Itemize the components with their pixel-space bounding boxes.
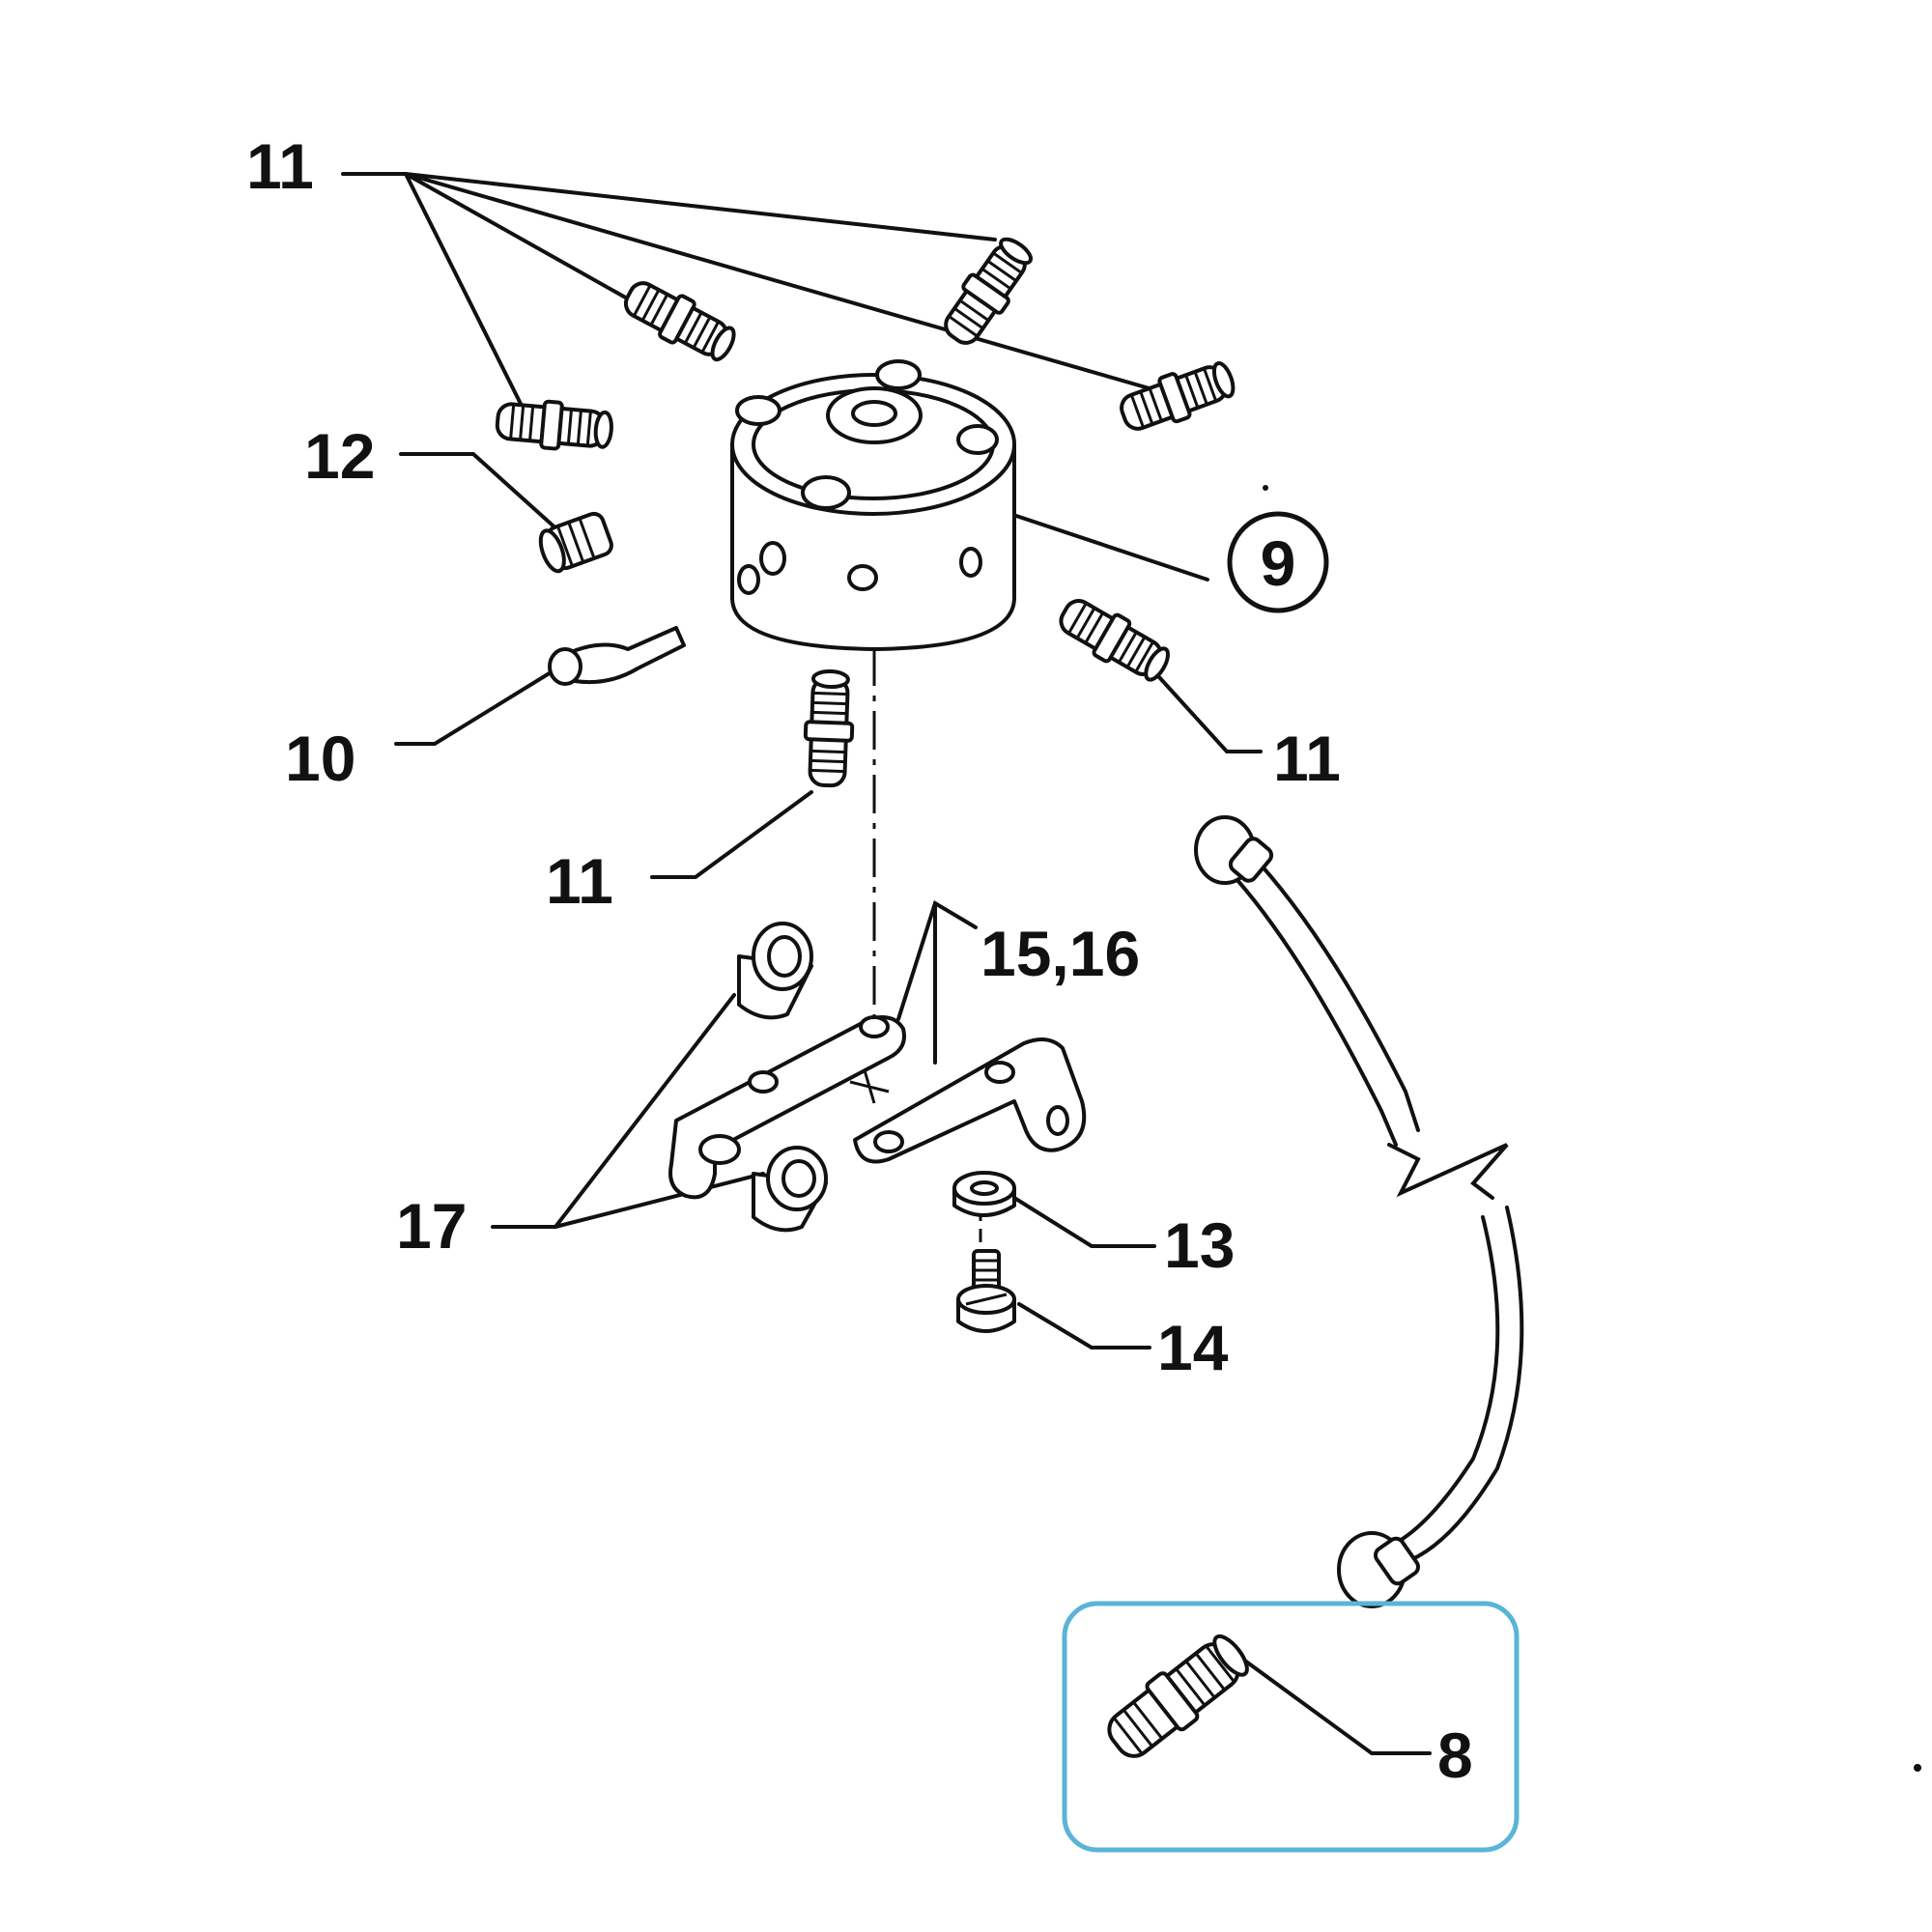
label-15-16: 15,16 [980, 918, 1140, 989]
label-12: 12 [304, 420, 375, 492]
screw-icon [956, 1249, 1016, 1333]
label-11-bottom: 11 [546, 845, 613, 917]
hose-icon [1194, 815, 1524, 1608]
elbow-fitting-icon [548, 626, 686, 686]
manifold-block [730, 359, 1016, 651]
mounting-brackets [668, 1015, 1087, 1200]
label-13: 13 [1164, 1209, 1235, 1281]
dot-mark [1914, 1764, 1921, 1772]
label-14: 14 [1157, 1312, 1229, 1383]
label-8: 8 [1437, 1719, 1473, 1791]
label-11-right: 11 [1273, 723, 1341, 794]
callout-circle-9 [1227, 511, 1329, 613]
plug-icon [538, 511, 613, 574]
label-9: 9 [1261, 527, 1296, 599]
leader-lines [341, 172, 1432, 1755]
highlight-frame [1062, 1601, 1520, 1853]
label-10: 10 [285, 723, 355, 794]
dot-mark [1263, 485, 1268, 491]
label-17: 17 [396, 1190, 467, 1262]
spacer-icon [737, 922, 828, 1233]
washer-icon [952, 1171, 1016, 1217]
part-labels: 11 12 9 10 11 11 15,16 17 13 14 8 [246, 130, 1473, 1791]
threaded-fitting-icon-part8 [1107, 1634, 1249, 1758]
label-11-top: 11 [246, 130, 314, 202]
